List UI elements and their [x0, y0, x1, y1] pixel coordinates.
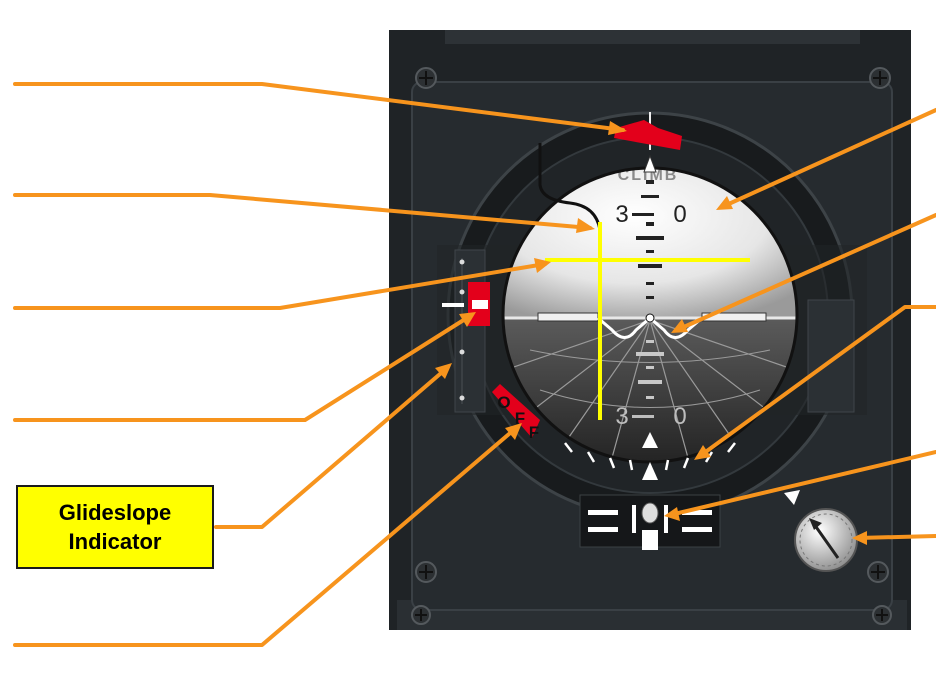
callout-line-pitch-steering-bar — [13, 262, 547, 310]
label-line-1: Glideslope — [58, 500, 172, 525]
callout-arrowhead — [664, 507, 680, 521]
callout-line-bank-steering-bar — [13, 193, 592, 230]
attitude-off-flag: O F F — [492, 384, 540, 442]
bank-index-pointer — [643, 154, 657, 173]
callout-line-glideslope-flag — [13, 314, 472, 422]
pitch-label-upper-right: 0 — [673, 201, 686, 228]
callout-line-bank-scale — [698, 305, 936, 458]
pitch-label-lower-left: 3 — [615, 403, 628, 430]
callout-lines — [13, 82, 936, 647]
turn-slip-indicator — [579, 494, 721, 550]
callout-line-attitude-sphere — [720, 108, 936, 209]
bank-pointer-lower — [642, 462, 658, 480]
callout-arrowhead — [576, 218, 595, 233]
climb-label: CLIMB — [618, 167, 679, 184]
screw-icon — [411, 605, 431, 625]
screw-icon — [872, 605, 892, 625]
pitch-label-upper-left: 3 — [615, 201, 628, 228]
callout-arrowhead — [671, 319, 688, 333]
callout-line-slip-indicator — [668, 450, 936, 517]
callout-line-off-flag — [13, 426, 518, 647]
glideslope-scale — [442, 258, 465, 404]
label-line-2: Indicator — [68, 529, 162, 554]
screw-icon — [415, 561, 437, 583]
slip-ball — [641, 502, 659, 524]
screw-icon — [415, 67, 437, 89]
bank-steering-cable — [538, 143, 602, 231]
callout-arrowhead — [716, 196, 733, 210]
rate-of-turn-flag — [614, 120, 682, 150]
callout-arrowhead — [435, 363, 452, 379]
callout-line-glideslope-indicator — [214, 366, 449, 529]
pitch-trim-knob[interactable] — [794, 508, 858, 572]
callout-arrowhead — [505, 423, 522, 440]
bank-pointer-upper — [642, 432, 658, 448]
callout-arrowhead — [852, 531, 867, 545]
callout-arrowhead — [459, 312, 476, 327]
glideslope-indicator-label: Glideslope Indicator — [16, 485, 214, 569]
screw-icon — [869, 67, 891, 89]
callout-line-aircraft-symbol — [675, 213, 936, 332]
callout-arrowhead — [608, 121, 627, 135]
callout-line-rate-of-turn-flag — [13, 82, 625, 132]
pitch-label-lower-right: 0 — [673, 403, 686, 430]
off-flag-letter-f2: F — [529, 423, 539, 442]
callout-line-pitch-trim-knob — [856, 534, 936, 540]
pitch-ladder — [636, 180, 664, 299]
off-flag-letter-f1: F — [515, 409, 525, 428]
off-flag-letter-o: O — [497, 393, 510, 412]
callout-arrowhead — [534, 258, 551, 273]
screw-icon — [867, 561, 889, 583]
callout-arrowhead — [694, 445, 711, 460]
